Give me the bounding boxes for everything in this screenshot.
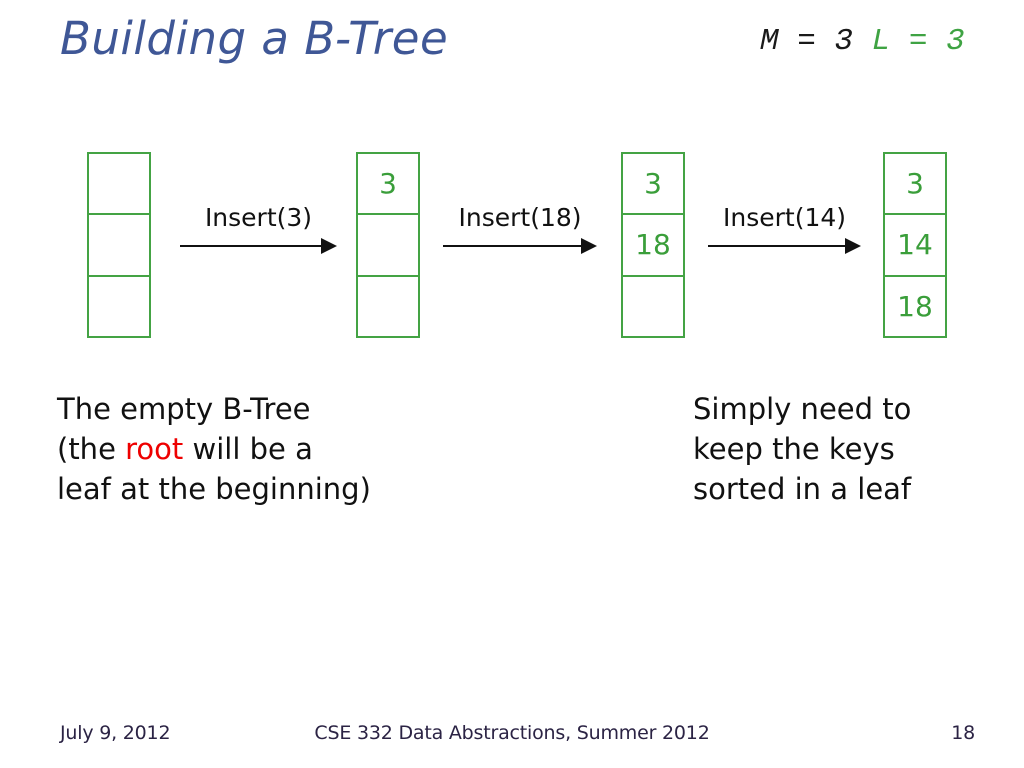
node-cell: 18 [623, 213, 683, 274]
insert-3-label: Insert(3) [204, 203, 313, 232]
node-cell: 18 [885, 274, 945, 336]
arrow-head [845, 238, 861, 254]
btree-node-after-insert-3: 3 [356, 152, 420, 338]
footer-course: CSE 332 Data Abstractions, Summer 2012 [314, 722, 710, 744]
node-cell [89, 213, 149, 274]
insert-14-arrow-group: Insert(14) [708, 204, 861, 254]
footer-page-number: 18 [951, 722, 975, 744]
caption-text: (the [57, 432, 126, 466]
arrow-line [443, 245, 585, 247]
param-m: M = 3 [760, 24, 854, 59]
right-arrow-icon [443, 238, 597, 254]
arrow-head [321, 238, 337, 254]
caption-line: sorted in a leaf [693, 472, 912, 506]
btree-node-after-insert-14: 3 14 18 [883, 152, 947, 338]
root-highlight: root [125, 432, 184, 466]
right-arrow-icon [708, 238, 861, 254]
caption-empty-btree: The empty B-Tree (the root will be a lea… [57, 389, 371, 509]
node-cell: 14 [885, 213, 945, 274]
right-arrow-icon [180, 238, 337, 254]
insert-18-label: Insert(18) [458, 203, 582, 232]
btree-node-empty [87, 152, 151, 338]
param-l: L = 3 [871, 24, 965, 59]
caption-line: (the root will be a [57, 429, 371, 469]
node-cell: 3 [906, 167, 924, 201]
tree-parameters: M = 3 L = 3 [760, 24, 965, 59]
btree-node-after-insert-18: 3 18 [621, 152, 685, 338]
caption-text: will be a [183, 432, 313, 466]
caption-line: keep the keys [693, 432, 895, 466]
insert-18-arrow-group: Insert(18) [443, 204, 597, 254]
node-cell [89, 274, 149, 336]
caption-line: leaf at the beginning) [57, 472, 371, 506]
node-cell [89, 154, 149, 213]
footer-date: July 9, 2012 [60, 722, 171, 744]
node-cell [623, 274, 683, 336]
caption-sorted-keys: Simply need to keep the keys sorted in a… [693, 389, 911, 509]
arrow-line [708, 245, 849, 247]
caption-line: Simply need to [693, 392, 912, 426]
param-spacer [853, 24, 872, 59]
node-cell [358, 274, 418, 336]
arrow-head [581, 238, 597, 254]
caption-line: The empty B-Tree [57, 392, 311, 426]
arrow-line [180, 245, 325, 247]
insert-14-label: Insert(14) [722, 203, 847, 232]
slide-title: Building a B-Tree [60, 12, 449, 65]
node-cell [358, 213, 418, 274]
insert-3-arrow-group: Insert(3) [180, 204, 337, 254]
node-cell: 3 [644, 167, 662, 201]
node-cell: 3 [379, 167, 397, 201]
